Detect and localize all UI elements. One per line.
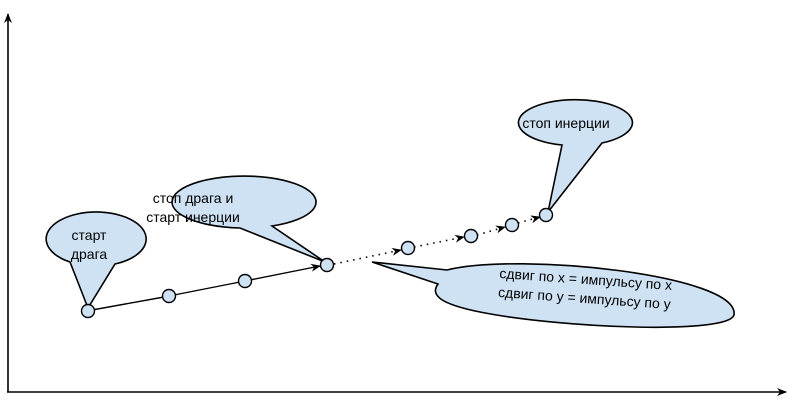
inertia-points xyxy=(400,207,554,256)
drag-points xyxy=(80,257,335,319)
callout-stop-inertia: стоп инерции xyxy=(517,98,634,213)
point-start-drag xyxy=(80,303,96,319)
point-inertia-1 xyxy=(400,240,416,256)
callout-start-drag-line1: старт xyxy=(72,227,108,243)
axes xyxy=(3,13,787,396)
point-drag-2 xyxy=(237,273,253,289)
point-inertia-2 xyxy=(463,228,479,244)
callout-start-drag-line2: драга xyxy=(71,246,108,262)
callout-stop-drag-line1: стоп драга и xyxy=(153,190,234,206)
point-stop-drag xyxy=(319,257,335,273)
callout-stop-inertia-text: стоп инерции xyxy=(522,115,609,131)
callout-start-drag: старт драга xyxy=(45,211,147,310)
point-stop-inertia xyxy=(538,207,554,223)
callout-stop-drag: стоп драга и старт инерции xyxy=(146,175,326,263)
callout-stop-drag-line2: старт инерции xyxy=(146,209,240,225)
point-inertia-3 xyxy=(504,217,520,233)
drag-path xyxy=(91,263,321,311)
callout-shift: сдвиг по x = импульсу по x сдвиг по y = … xyxy=(371,261,735,329)
point-drag-1 xyxy=(161,288,177,304)
